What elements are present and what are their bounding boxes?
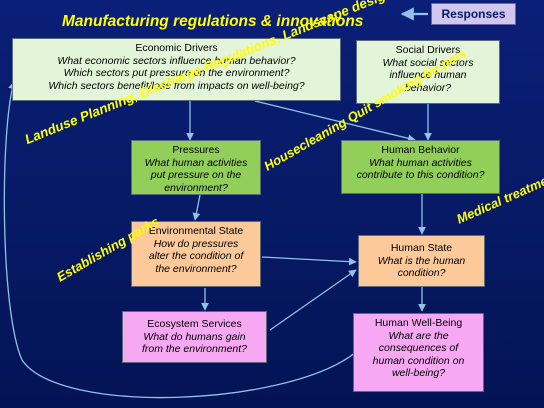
pressures-q2: put pressure on the (150, 169, 242, 181)
environmental-state-title: Environmental State (148, 225, 244, 237)
human-wellbeing-title: Human Well-Being (374, 317, 463, 329)
social-drivers-q2: influence human (389, 69, 467, 81)
social-drivers-title: Social Drivers (395, 44, 461, 56)
responses-legend: Responses (431, 3, 516, 25)
arrow-envstate-to-humanstate (261, 256, 357, 266)
arrow-pressures-to-envstate (192, 194, 201, 221)
diagram-title: Manufacturing regulations & innovations (62, 13, 364, 30)
human-wellbeing-box: Human Well-Being What are the consequenc… (353, 313, 484, 392)
pressures-box: Pressures What human activities put pres… (131, 140, 261, 195)
environmental-state-q2: alter the condition of (148, 250, 244, 262)
ecosystem-services-title: Ecosystem Services (147, 318, 242, 330)
human-wellbeing-q3: human condition on (372, 354, 465, 367)
ecosystem-services-q1: What do humans gain (143, 330, 246, 343)
human-wellbeing-q4: well-being? (391, 367, 446, 379)
human-behavior-q2: contribute to this condition? (356, 169, 485, 181)
social-drivers-box: Social Drivers What social sectors influ… (356, 40, 500, 104)
arrow-ecosystem-to-humanstate (269, 269, 357, 331)
economic-drivers-title: Economic Drivers (135, 42, 218, 54)
arrow-economic-to-behavior (254, 100, 416, 143)
economic-drivers-q1: What economic sectors influence human be… (57, 54, 296, 67)
human-state-q2: condition? (397, 267, 446, 279)
human-behavior-title: Human Behavior (381, 144, 460, 156)
economic-drivers-box: Economic Drivers What economic sectors i… (12, 38, 341, 101)
social-drivers-q3: behavior? (404, 81, 452, 94)
ecosystem-services-q2: from the environment? (141, 343, 248, 355)
arrow-wellbeing-feedback (3, 81, 357, 399)
ecosystem-services-box: Ecosystem Services What do humans gain f… (122, 311, 267, 363)
environmental-state-q1: How do pressures (153, 237, 239, 250)
human-behavior-q1: What human activities (369, 156, 472, 169)
social-drivers-q1: What social sectors (382, 56, 474, 69)
human-state-q1: What is the human (377, 254, 466, 267)
pressures-q1: What human activities (144, 156, 248, 169)
human-wellbeing-q2: consequences of (378, 342, 459, 354)
economic-drivers-q2: Which sectors put pressure on the enviro… (63, 67, 290, 79)
economic-drivers-q3: Which sectors benefit/lose from impacts … (48, 79, 305, 92)
human-state-box: Human State What is the human condition? (358, 235, 485, 287)
pressures-title: Pressures (172, 144, 220, 156)
environmental-state-box: Environmental State How do pressures alt… (131, 221, 261, 287)
human-wellbeing-q1: What are the (388, 329, 449, 342)
environmental-state-q3: the environment? (155, 262, 237, 275)
pressures-q3: environment? (164, 181, 228, 194)
human-state-title: Human State (390, 242, 453, 254)
human-behavior-box: Human Behavior What human activities con… (341, 140, 500, 194)
